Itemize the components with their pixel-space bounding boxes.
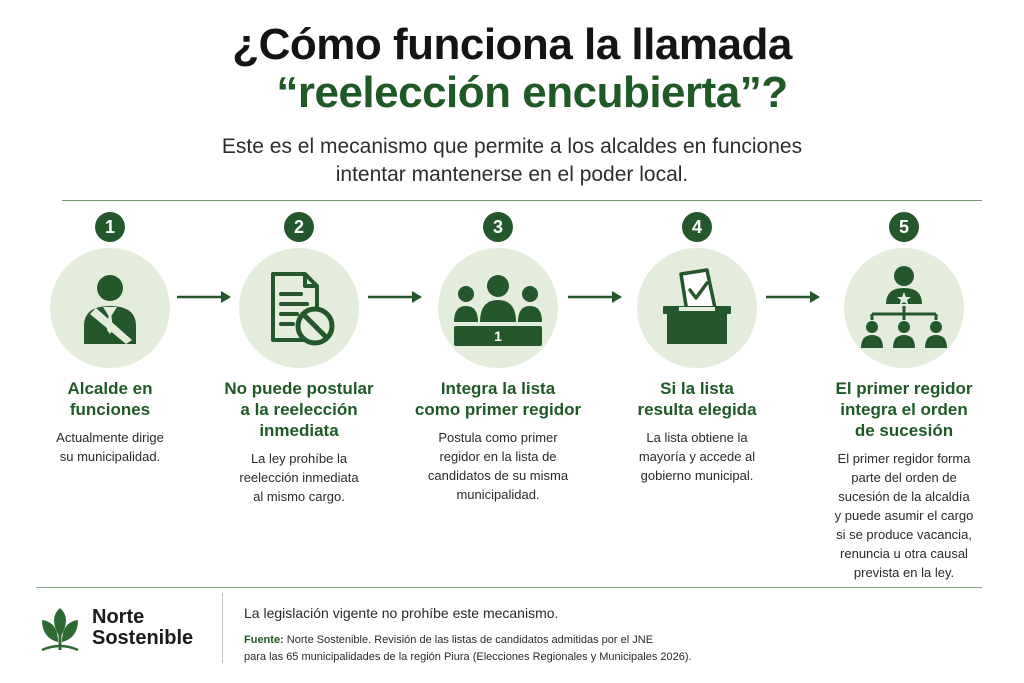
step-description: La lista obtiene la mayoría y accede al …: [638, 430, 756, 483]
step-heading: El primer regidor integra el orden de su…: [835, 379, 973, 440]
step-icon-circle: [50, 248, 170, 368]
source-citation: Fuente: Norte Sostenible. Revisión de la…: [244, 632, 692, 666]
top-divider: [62, 200, 982, 201]
arrow-right-icon: [766, 291, 820, 303]
step-heading: Alcalde en funciones: [67, 379, 153, 419]
step-2: 2 No puede postular a la reelección inme…: [214, 212, 384, 506]
step-icon-circle: [637, 248, 757, 368]
document-prohibited-icon: [271, 272, 335, 346]
step-number: 5: [889, 212, 919, 242]
step-icon-circle: [239, 248, 359, 368]
step-description: La ley prohíbe la reelección inmediata a…: [239, 451, 359, 504]
list-position-badge: 1: [494, 328, 502, 344]
step-icon-circle: [844, 248, 964, 368]
step-description: Postula como primer regidor en la lista …: [427, 430, 569, 502]
brand-name: Norte Sostenible: [92, 606, 194, 649]
source-label: Fuente:: [244, 634, 284, 646]
title-line-2: “reelección encubierta”?: [276, 68, 788, 117]
title-line-1: ¿Cómo funciona la llamada: [232, 20, 792, 69]
bottom-divider: [36, 587, 982, 588]
step-number: 1: [95, 212, 125, 242]
brand-logo: Norte Sostenible: [36, 604, 193, 652]
subtitle: Este es el mecanismo que permite a los a…: [0, 133, 1024, 189]
arrow-right-icon: [568, 291, 622, 303]
step-5: 5 El primer regidor integra el orden de …: [819, 212, 989, 582]
step-number: 2: [284, 212, 314, 242]
arrow-right-icon: [177, 291, 231, 303]
leaves-logo-icon: [41, 608, 79, 652]
arrow-right-icon: [368, 291, 422, 303]
org-chart-star-icon: [861, 266, 947, 348]
step-icon-circle: 1: [438, 248, 558, 368]
step-3: 3 1 Integra la lista como primer regidor…: [413, 212, 583, 504]
step-number: 4: [682, 212, 712, 242]
step-heading: No puede postular a la reelección inmedi…: [224, 379, 374, 440]
candidate-group-icon: 1: [454, 275, 542, 346]
step-description: Actualmente dirige su municipalidad.: [56, 430, 164, 464]
step-description: El primer regidor forma parte del orden …: [834, 451, 974, 580]
mayor-with-sash-icon: [84, 275, 136, 344]
source-line-1: Norte Sostenible. Revisión de las listas…: [283, 634, 654, 646]
step-heading: Si la lista resulta elegida: [637, 379, 757, 419]
source-line-2: para las 65 municipalidades de la región…: [244, 651, 692, 663]
step-heading: Integra la lista como primer regidor: [414, 379, 582, 419]
step-1: 1 Alcalde en funciones Actualmente dirig…: [25, 212, 195, 466]
subtitle-line-1: Este es el mecanismo que permite a los a…: [221, 135, 803, 158]
legal-note: La legislación vigente no prohíbe este m…: [244, 605, 559, 621]
subtitle-line-2: intentar mantenerse en el poder local.: [335, 163, 689, 186]
footer-vertical-divider: [222, 593, 223, 663]
step-number: 3: [483, 212, 513, 242]
step-4: 4 Si la lista resulta elegida La lista o…: [612, 212, 782, 485]
ballot-box-icon: [663, 268, 731, 344]
